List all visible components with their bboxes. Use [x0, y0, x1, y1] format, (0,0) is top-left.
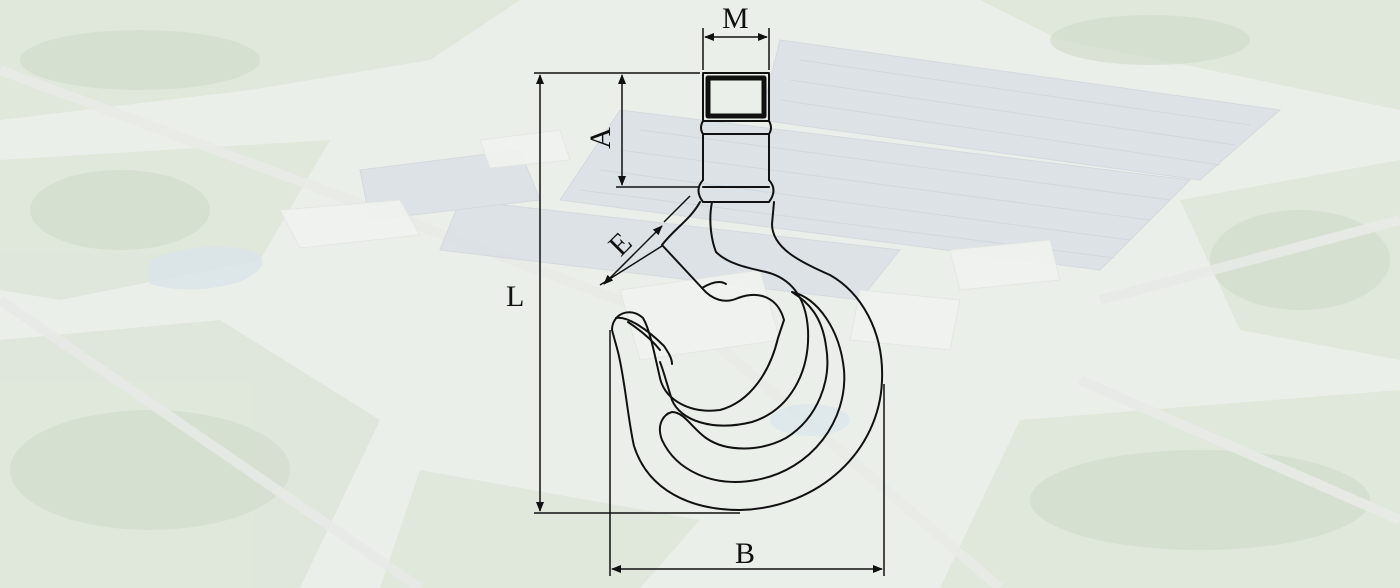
hook-groove-arc	[658, 291, 846, 483]
hook-body-outline	[611, 201, 884, 511]
hook-inner-curve	[659, 201, 810, 427]
dimension-label-e: E	[602, 226, 638, 262]
hook-shank	[697, 72, 775, 203]
dimension-e-line	[603, 225, 663, 285]
dimension-label-a: A	[584, 127, 617, 149]
dimension-label-m: M	[722, 2, 749, 35]
dimension-label-b: B	[735, 537, 755, 570]
hook-latch	[615, 316, 673, 365]
dimension-label-l: L	[506, 280, 524, 313]
